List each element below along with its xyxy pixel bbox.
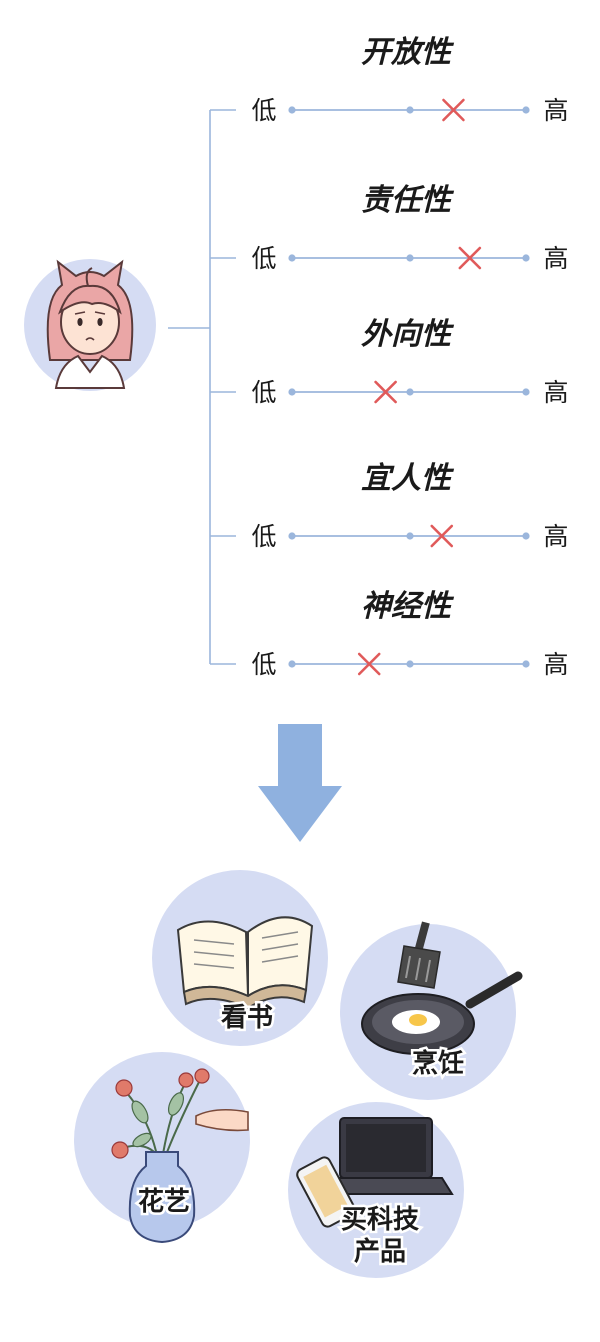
scale-high-label: 高 xyxy=(543,378,568,407)
hobby-label-tech: 买科技 xyxy=(341,1205,419,1235)
scale-low-label: 低 xyxy=(251,650,276,679)
trait-title: 开放性 xyxy=(361,35,455,70)
hobby-label-floral: 花艺 xyxy=(138,1187,190,1217)
level-marker xyxy=(430,524,454,548)
scale-low-label: 低 xyxy=(251,244,276,273)
level-marker xyxy=(458,246,482,270)
laptop-phone-icon xyxy=(296,1117,454,1228)
hobby-label-tech-line2: 产品 xyxy=(354,1237,406,1267)
flower-vase-icon xyxy=(111,1068,249,1244)
scale-dot xyxy=(406,660,414,668)
open-book-icon xyxy=(176,916,314,1010)
down-arrow-icon xyxy=(258,724,342,842)
scale-dot xyxy=(406,254,414,262)
level-marker xyxy=(442,98,465,122)
tree-connector xyxy=(168,109,236,665)
scale-dot xyxy=(288,106,296,114)
girl-avatar-icon xyxy=(46,259,134,389)
scale-low-label: 低 xyxy=(251,378,276,407)
trait-title: 神经性 xyxy=(361,589,455,624)
hobby-label-reading: 看书 xyxy=(221,1003,273,1033)
scale-high-label: 高 xyxy=(543,650,568,679)
hobby-reading: 看书 xyxy=(152,870,328,1046)
scale-high-label: 高 xyxy=(543,522,568,551)
trait-title: 外向性 xyxy=(361,317,455,352)
scale-dot xyxy=(522,106,530,114)
level-marker xyxy=(357,652,381,676)
scale-dot xyxy=(522,254,530,262)
trait-title: 责任性 xyxy=(361,183,455,218)
scale-dot xyxy=(288,660,296,668)
scale-dot xyxy=(406,388,414,396)
hobby-tech: 买科技 产品 xyxy=(288,1102,464,1278)
scale-low-label: 低 xyxy=(251,522,276,551)
scale-dot xyxy=(288,532,296,540)
trait-scales: 开放性低高责任性低高外向性低高宜人性低高神经性低高 xyxy=(251,35,568,679)
trait-title: 宜人性 xyxy=(361,461,455,496)
scale-dot xyxy=(522,660,530,668)
scale-high-label: 高 xyxy=(543,96,568,125)
hobby-label-cooking: 烹饪 xyxy=(412,1048,464,1079)
hobby-floral: 花艺 xyxy=(74,1052,250,1244)
avatar xyxy=(24,259,156,391)
scale-dot xyxy=(406,532,414,540)
scale-dot xyxy=(522,388,530,396)
hobby-cooking: 烹饪 xyxy=(340,921,523,1100)
scale-dot xyxy=(288,254,296,262)
scale-dot xyxy=(406,106,414,114)
scale-high-label: 高 xyxy=(543,244,568,273)
level-marker xyxy=(374,380,397,404)
scale-dot xyxy=(522,532,530,540)
scale-low-label: 低 xyxy=(251,96,276,125)
scale-dot xyxy=(288,388,296,396)
frying-pan-icon xyxy=(361,921,523,1055)
